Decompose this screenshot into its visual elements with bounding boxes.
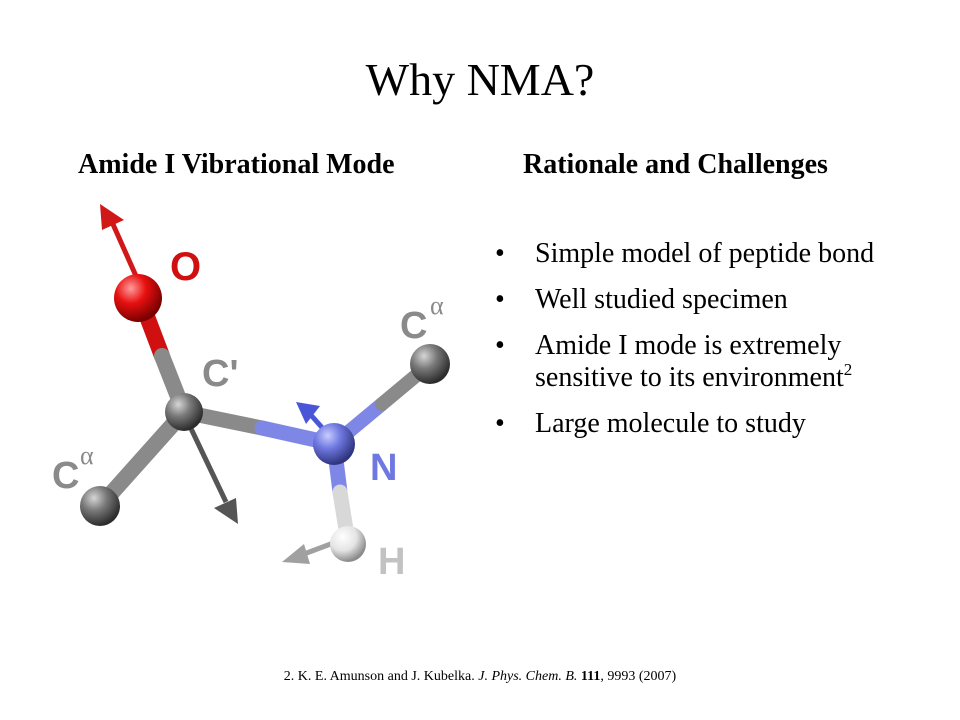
label-nitrogen: N [370, 447, 397, 489]
atom-alpha-carbon-left [80, 486, 120, 526]
atom-oxygen [114, 274, 162, 322]
arrow-carbon-displacement [183, 416, 238, 524]
label-oxygen: O [170, 245, 201, 289]
bullet-dot: • [495, 284, 505, 315]
label-hydrogen: H [378, 541, 405, 583]
bullet-text: Simple model of peptide bond [535, 238, 875, 269]
slide-title: Why NMA? [365, 54, 595, 105]
atom-nitrogen [313, 423, 355, 465]
atom-alpha-carbon-right [410, 344, 450, 384]
citation-superscript: 2 [843, 360, 853, 379]
nma-molecule-diagram: O C' N H C α C α [52, 204, 450, 583]
footnote-pages-year: , 9993 (2007) [600, 669, 677, 684]
bullet-item: • Simple model of peptide bond [495, 238, 945, 270]
bullet-dot: • [495, 408, 505, 439]
footnote-number: 2. [283, 669, 295, 684]
label-alpha-carbon-right: C α [400, 291, 444, 347]
rationale-bullet-list: • Simple model of peptide bond • Well st… [495, 238, 945, 454]
label-carbonyl-carbon: C' [202, 353, 238, 395]
bullet-dot: • [495, 238, 505, 269]
label-alpha-carbon-right-symbol: α [430, 291, 444, 320]
arrow-oxygen-displacement [100, 204, 139, 278]
footnote-authors: K. E. Amunson and J. Kubelka. [297, 669, 475, 684]
bullet-item: • Large molecule to study [495, 408, 945, 440]
right-column-heading: Rationale and Challenges [523, 149, 828, 180]
bullet-text: Large molecule to study [535, 408, 806, 439]
footnote-volume: 111 [580, 669, 601, 684]
bond-c-calpha-left [92, 404, 192, 514]
bullet-item: • Well studied specimen [495, 284, 945, 316]
bullet-dot: • [495, 330, 505, 361]
bullet-text: Well studied specimen [535, 284, 788, 315]
bullet-text: Amide I mode is extremely sensitive to i… [535, 330, 844, 393]
footnote-journal: J. Phys. Chem. B. [478, 669, 578, 684]
atom-carbonyl-carbon [165, 393, 203, 431]
atom-hydrogen [330, 526, 366, 562]
reference-footnote: 2. K. E. Amunson and J. Kubelka. J. Phys… [0, 668, 960, 686]
label-alpha-carbon-right-letter: C [400, 305, 427, 347]
label-alpha-carbon-left-letter: C [52, 455, 79, 497]
bullet-item: • Amide I mode is extremely sensitive to… [495, 330, 945, 394]
arrow-hydrogen-displacement [282, 539, 337, 564]
left-column-heading: Amide I Vibrational Mode [78, 149, 395, 180]
label-alpha-carbon-left-symbol: α [80, 441, 94, 470]
label-alpha-carbon-left: C α [52, 441, 94, 497]
